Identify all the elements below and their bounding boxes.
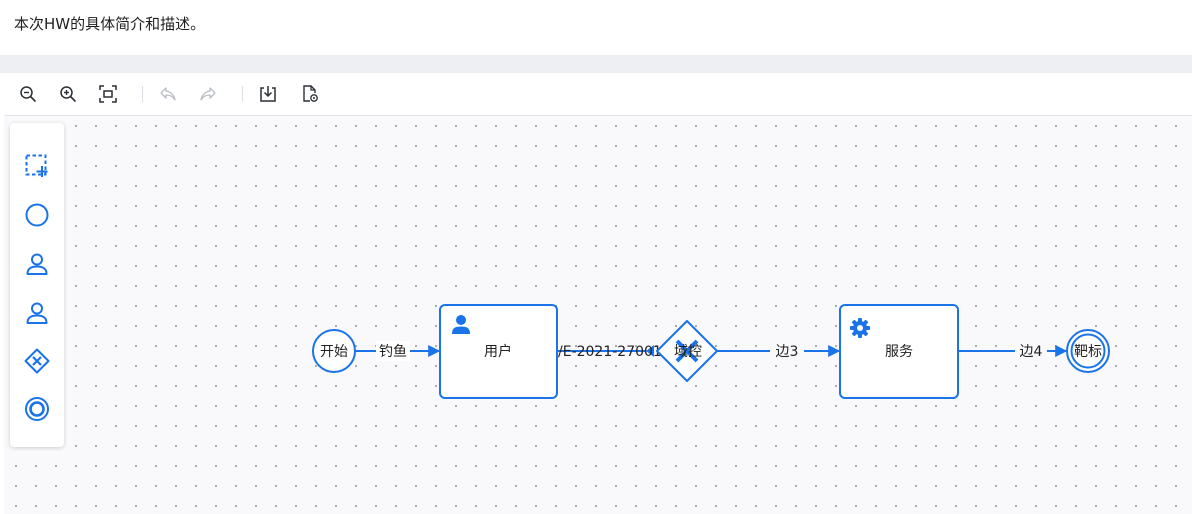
exclusive-x-icon [675,339,699,363]
palette-start-event[interactable] [23,201,51,229]
edge-label-3[interactable]: 边3 [776,344,799,360]
service-task-label: 服务 [885,344,913,360]
palette-exclusive-gateway[interactable] [23,347,51,375]
zoom-out-icon [20,86,36,102]
end-event-label: 靶标 [1074,344,1102,360]
undo-icon [160,87,176,101]
user-icon [452,315,470,334]
palette-user-task-2[interactable] [23,299,51,327]
zoom-in-button[interactable] [56,82,80,106]
palette-selection-tool[interactable] [23,152,51,180]
editor-toolbar [4,73,1192,116]
toolbar-separator [142,86,143,102]
zoom-out-button[interactable] [16,82,40,106]
user-task-label: 用户 [484,343,512,360]
edge-label-4[interactable]: 边4 [1020,344,1043,360]
undo-button[interactable] [156,82,180,106]
section-divider [0,55,1192,73]
edge-label-phishing[interactable]: 钓鱼 [379,343,407,360]
download-icon [260,86,276,102]
start-event-label: 开始 [320,344,348,360]
redo-icon [200,87,216,101]
gear-icon [850,318,870,338]
user-icon [26,302,48,324]
fit-view-icon [99,85,117,103]
toolbar-separator [242,86,243,102]
gateway-label: 域控 [674,344,702,360]
redo-button[interactable] [196,82,220,106]
start-event-icon [25,203,49,227]
zoom-in-icon [60,86,76,102]
palette-end-event[interactable] [23,395,51,423]
palette-user-task[interactable] [23,250,51,278]
edge-label-bg [770,341,804,361]
download-button[interactable] [256,82,280,106]
process-description: 本次HW的具体简介和描述。 [14,15,206,33]
end-event-icon [25,397,49,421]
exclusive-gateway-icon [24,348,50,374]
user-icon [26,253,48,275]
service-task-node[interactable]: 服务 [839,304,959,399]
element-palette [10,123,64,447]
fit-view-button[interactable] [96,82,120,106]
edge-label-bg [1015,341,1047,361]
preview-button[interactable] [298,82,322,106]
file-preview-icon [303,85,318,102]
gateway-node[interactable]: 域控 [656,320,718,382]
user-task-node[interactable]: 用户 [439,304,558,399]
edge-arrowhead [646,345,654,357]
end-event-node[interactable]: 靶标 [1066,329,1110,373]
diagram-canvas[interactable] [4,73,1192,514]
edge-label-bg [376,341,410,361]
selection-add-icon [25,154,48,177]
start-event-node[interactable]: 开始 [312,329,356,373]
edge-label-cve[interactable]: /E-2021-27001 [558,344,662,360]
